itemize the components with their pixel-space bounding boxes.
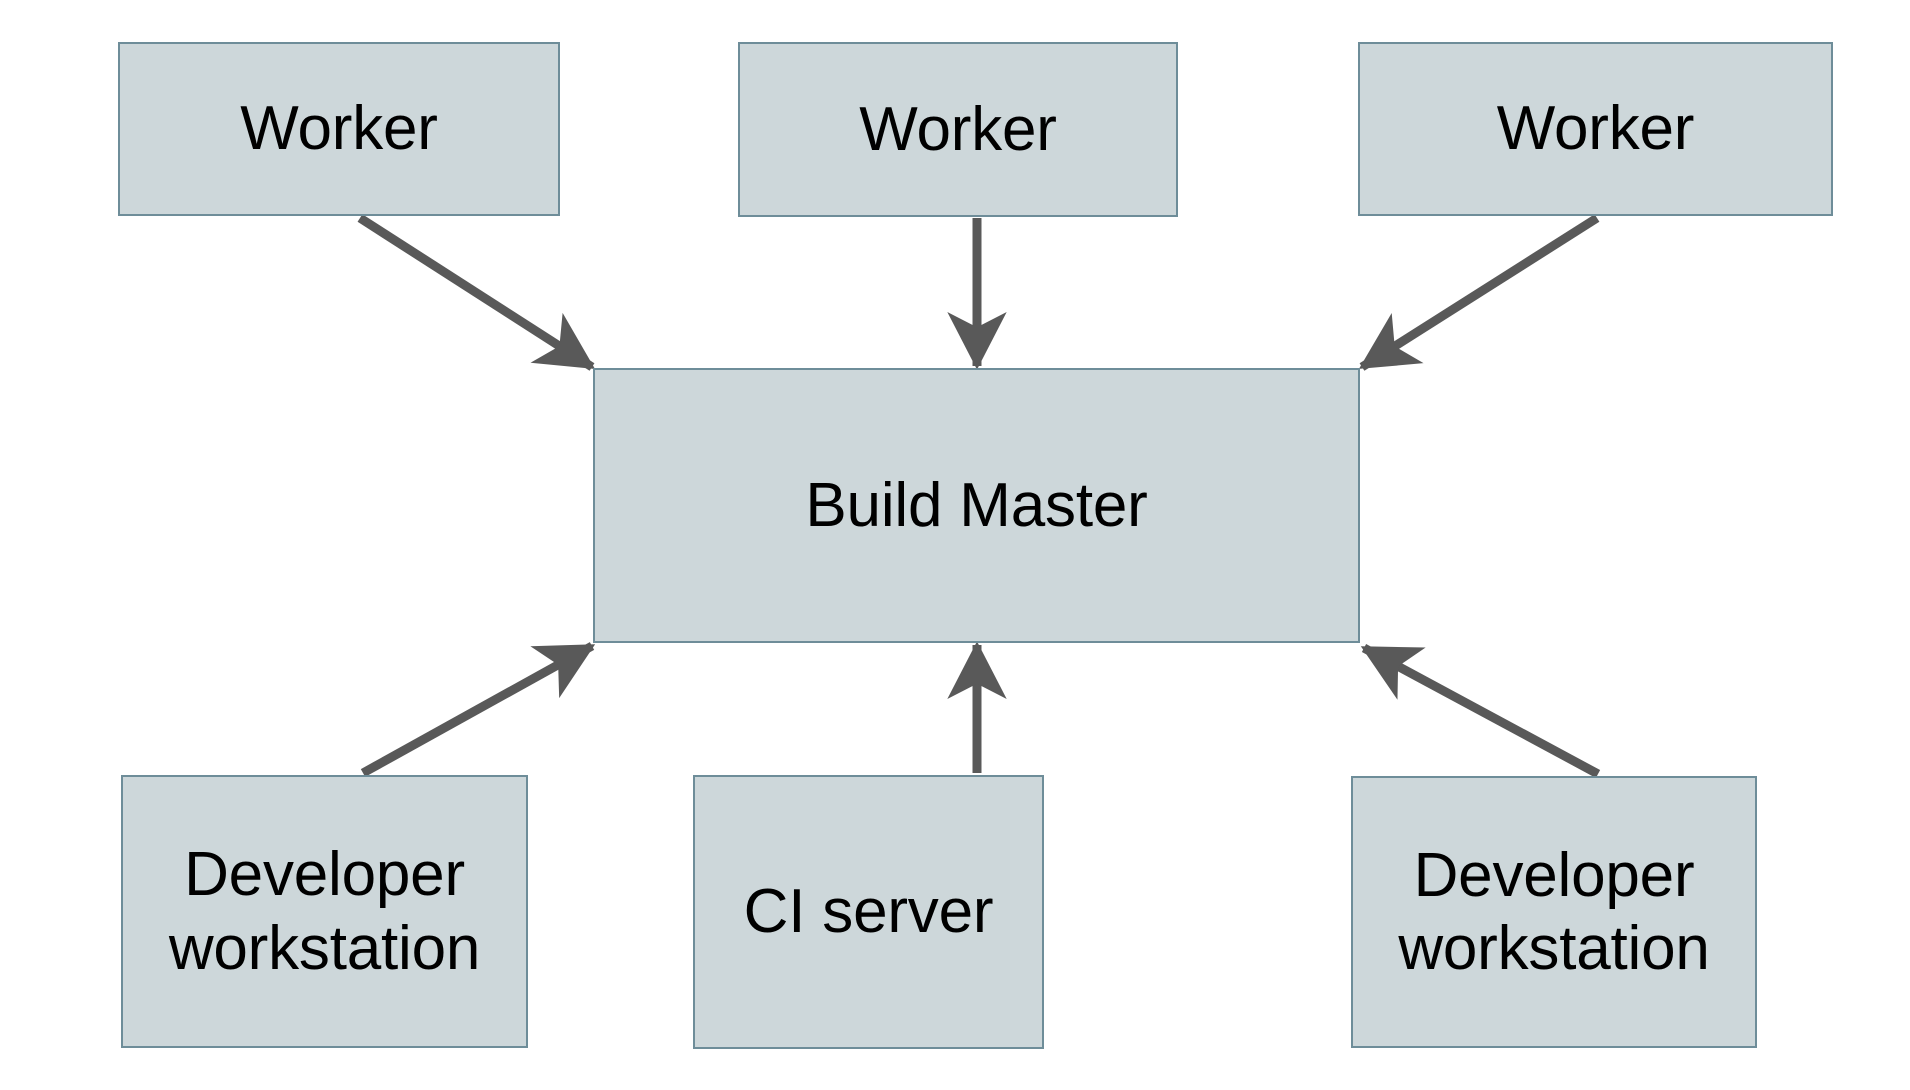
node-worker-right[interactable]: Worker (1358, 42, 1833, 216)
edge-dev-left-to-build-master (360, 642, 596, 777)
node-worker-right-label: Worker (1496, 94, 1695, 164)
node-ci-server-label: CI server (743, 877, 994, 947)
node-developer-workstation-left-label: Developer workstation (168, 840, 481, 983)
node-worker-left[interactable]: Worker (118, 42, 560, 216)
node-build-master-label: Build Master (805, 470, 1148, 540)
node-worker-left-label: Worker (240, 94, 438, 164)
node-developer-workstation-right-label: Developer workstation (1398, 840, 1710, 983)
edge-dev-right-to-build-master (1360, 644, 1601, 778)
node-developer-workstation-left[interactable]: Developer workstation (121, 775, 528, 1048)
node-developer-workstation-right[interactable]: Developer workstation (1351, 776, 1757, 1048)
node-build-master[interactable]: Build Master (593, 368, 1360, 643)
node-worker-middle-label: Worker (859, 94, 1057, 164)
node-worker-middle[interactable]: Worker (738, 42, 1178, 217)
edge-worker-right-to-build-master (1358, 214, 1600, 371)
node-ci-server[interactable]: CI server (693, 775, 1044, 1049)
edge-worker-left-to-build-master (357, 214, 596, 371)
